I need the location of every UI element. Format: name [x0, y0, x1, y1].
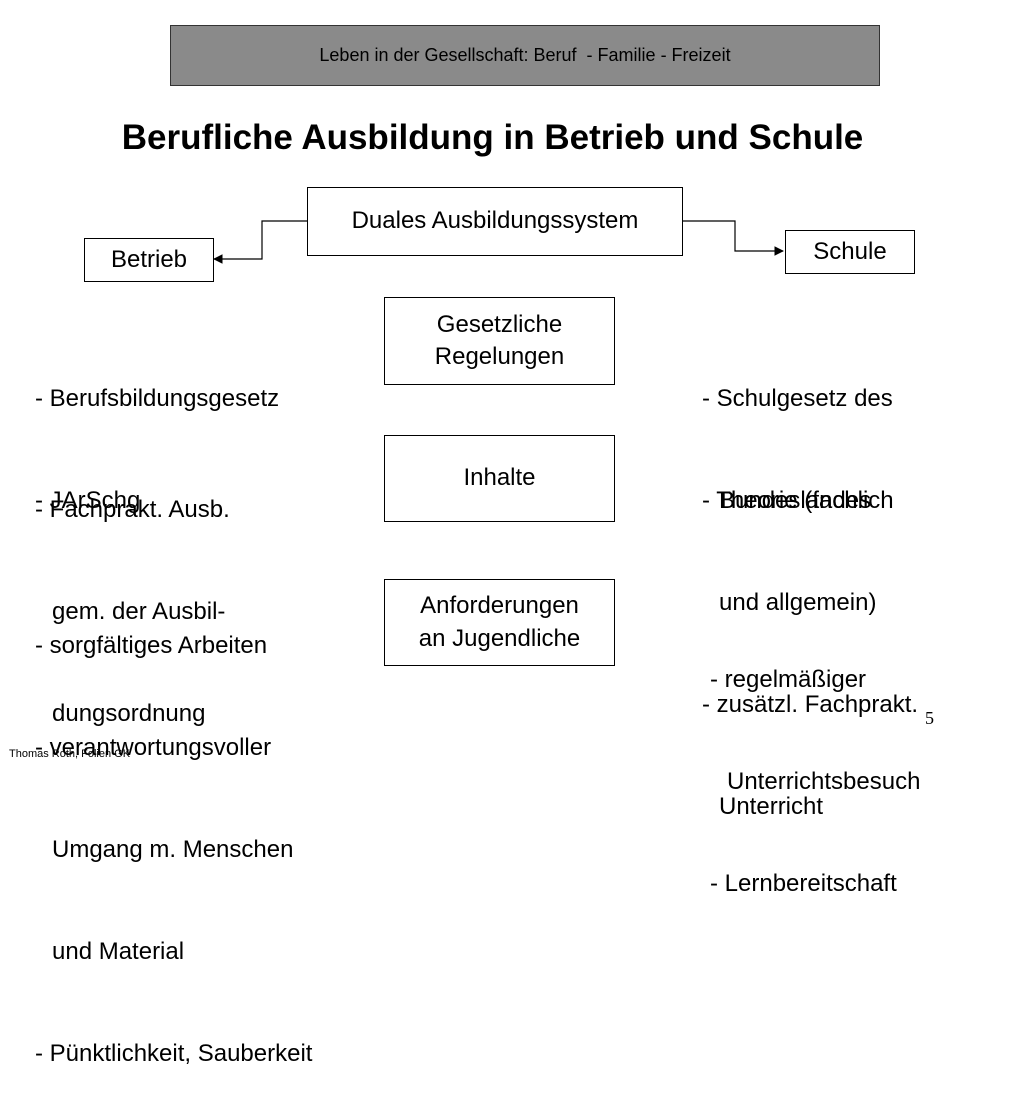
- right-anforderungen-line: Unterrichtsbesuch: [727, 768, 921, 795]
- header-bar: Leben in der Gesellschaft: Beruf - Famil…: [170, 25, 880, 86]
- inhalte-box: Inhalte: [384, 435, 615, 522]
- left-anforderungen-line: - Pünktlichkeit, Sauberkeit: [35, 1040, 313, 1067]
- left-anforderungen-line: - sorgfältiges Arbeiten: [35, 632, 268, 659]
- left-regelungen-line: - Berufsbildungsgesetz: [35, 385, 280, 412]
- connector-to-betrieb: [213, 220, 307, 264]
- right-anforderungen-text: - regelmäßiger Unterrichtsbesuch - Lernb…: [710, 595, 920, 935]
- connector-to-schule: [681, 220, 784, 256]
- betrieb-label: Betrieb: [110, 245, 188, 273]
- regelungen-line2: Regelungen: [434, 343, 565, 370]
- left-inhalte-line: gem. der Ausbil-: [52, 598, 226, 625]
- schule-box: Schule: [785, 230, 915, 274]
- regelungen-line1: Gesetzliche: [436, 310, 563, 338]
- page-number: 5: [925, 708, 934, 728]
- regelungen-box: Gesetzliche Regelungen: [384, 297, 615, 385]
- left-inhalte-line: dungsordnung: [52, 700, 206, 727]
- right-regelungen-line: Bundeslandes: [719, 487, 872, 514]
- author-credit: Thomas Roth, Folien GK: [9, 748, 131, 760]
- anforderungen-box: Anforderungen an Jugendliche: [384, 579, 615, 666]
- inhalte-label: Inhalte: [463, 464, 536, 492]
- left-inhalte-text: - Fachprakt. Ausb. gem. der Ausbil- dung…: [35, 425, 230, 765]
- right-inhalte-line: - Theorie (fachlich: [702, 487, 894, 514]
- right-regelungen-text: - Schulgesetz des Bundeslandes: [702, 314, 893, 552]
- left-regelungen-text: - Berufsbildungsgesetz - JArSchg: [35, 314, 279, 552]
- left-anforderungen-line: und Material: [52, 938, 185, 965]
- anforderungen-line2: an Jugendliche: [418, 624, 581, 652]
- page-title: Berufliche Ausbildung in Betrieb und Sch…: [121, 118, 864, 157]
- right-anforderungen-line: - regelmäßiger: [710, 666, 867, 693]
- left-inhalte-line: - Fachprakt. Ausb.: [35, 496, 230, 523]
- left-anforderungen-text: - sorgfältiges Arbeiten - verantwortungs…: [35, 561, 312, 1105]
- right-regelungen-line: - Schulgesetz des: [702, 385, 893, 412]
- left-anforderungen-line: - verantwortungsvoller: [35, 734, 272, 761]
- right-inhalte-line: und allgemein): [719, 589, 877, 616]
- left-anforderungen-line: Umgang m. Menschen: [52, 836, 294, 863]
- dual-system-box: Duales Ausbildungssystem: [307, 187, 683, 256]
- schule-label: Schule: [813, 237, 887, 265]
- betrieb-box: Betrieb: [84, 238, 214, 282]
- dual-system-label: Duales Ausbildungssystem: [351, 207, 639, 235]
- anforderungen-line1: Anforderungen: [420, 592, 579, 620]
- right-anforderungen-line: - Lernbereitschaft: [710, 870, 897, 897]
- header-title: Leben in der Gesellschaft: Beruf - Famil…: [319, 45, 731, 65]
- left-regelungen-line: - JArSchg: [35, 487, 141, 514]
- right-inhalte-line: - zusätzl. Fachprakt.: [702, 691, 919, 718]
